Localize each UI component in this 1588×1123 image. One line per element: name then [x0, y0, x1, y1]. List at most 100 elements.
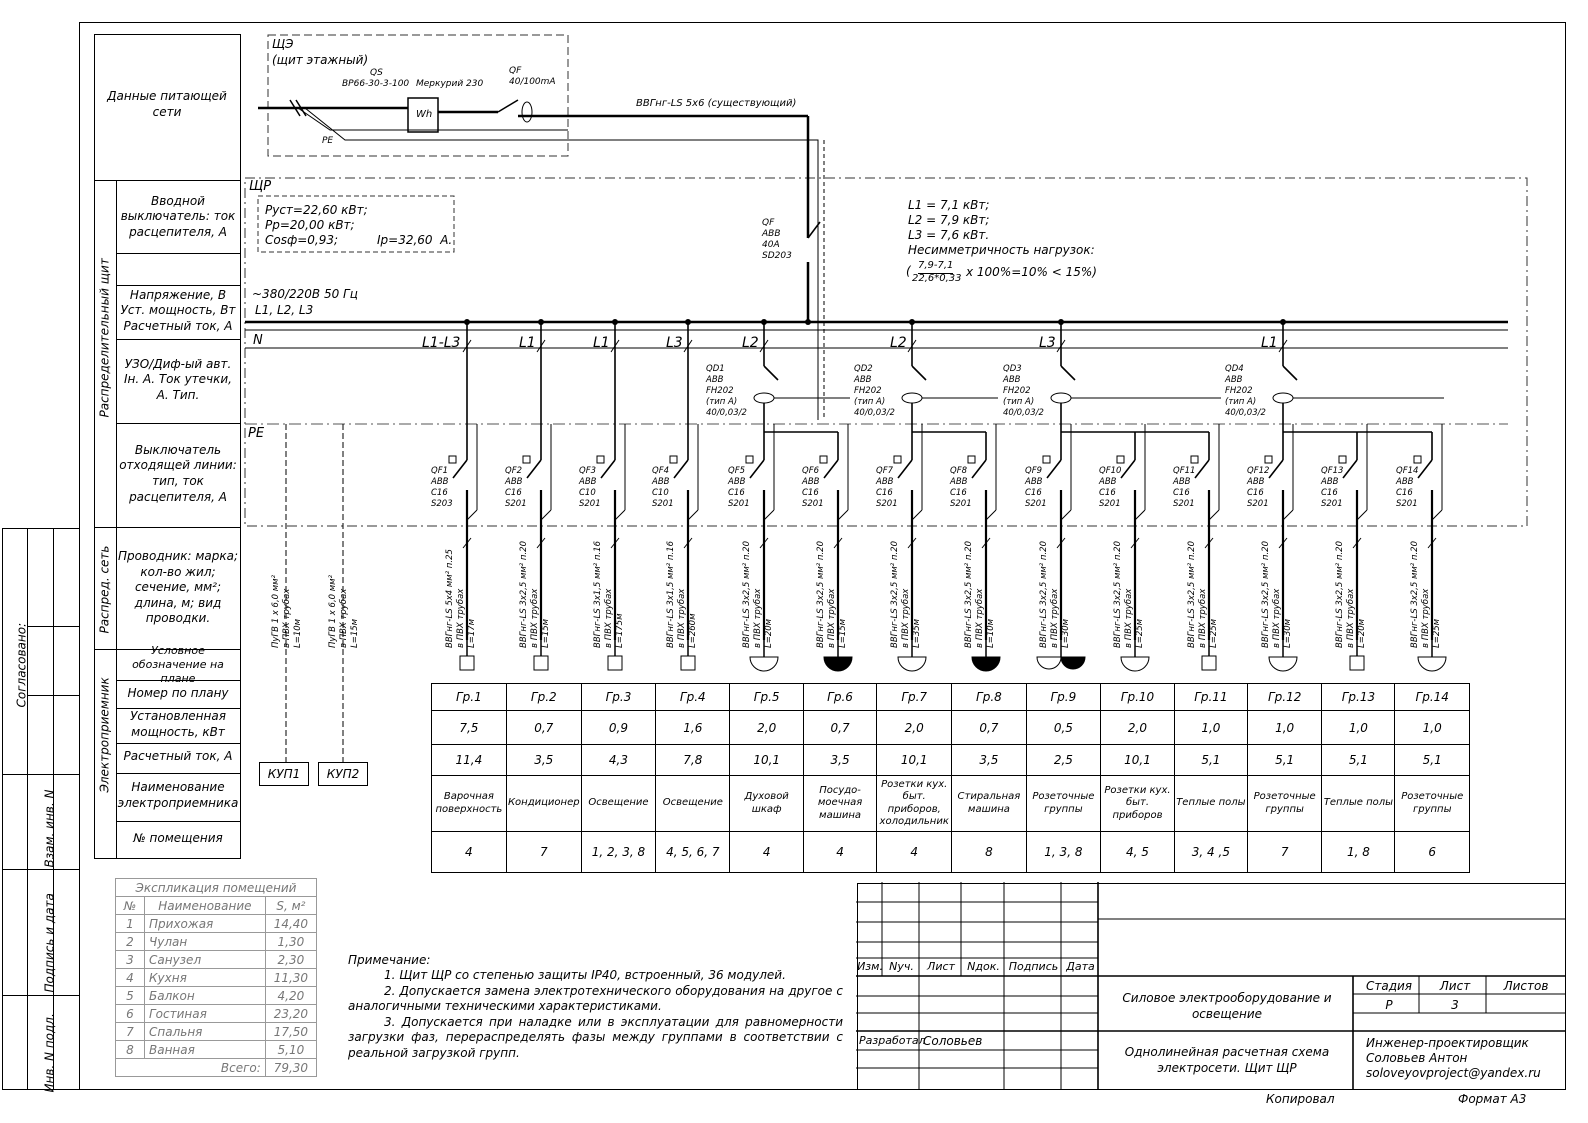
group-cell-i: 3,5: [505, 744, 582, 776]
cable-text: L=15м: [541, 618, 551, 648]
cable-text: в ПВХ трубах: [901, 588, 911, 648]
group-cell-i: 5,1: [1173, 744, 1248, 776]
breaker-type: S201: [1173, 499, 1195, 509]
cable-text: ВВГнг-LS 3х2,5 мм² п.20: [1113, 541, 1123, 648]
cable-text: в ПВХ трубах: [975, 588, 985, 648]
cable-text: ВВГнг-LS 5х4 мм² п.25: [445, 549, 455, 648]
explication-cell: 17,50: [264, 1022, 318, 1041]
breaker-name: QF6: [802, 466, 819, 476]
cable-text: L=20м: [764, 618, 774, 648]
breaker-make: ABB: [1173, 477, 1191, 487]
pe-join: [466, 509, 478, 521]
breaker-name: QF13: [1321, 466, 1344, 476]
notes-title: Примечание:: [348, 953, 431, 967]
group-cell-p: 7,5: [431, 710, 507, 745]
load-l2: L2 = 7,9 кВт;: [908, 213, 990, 227]
rcd-ring: [1050, 392, 1072, 404]
rcd-text: QD1: [706, 364, 725, 374]
explication-cell: Спальня: [144, 1022, 266, 1041]
group-cell-p: 2,0: [876, 710, 953, 745]
phase-label: L1-L3: [422, 335, 461, 351]
cable-text: L=260м: [688, 613, 698, 649]
rcd-switch: [1060, 365, 1076, 381]
explication-cell: 11,30: [264, 968, 318, 987]
group-cell-room: 4: [876, 831, 953, 873]
pe-join: [1431, 509, 1443, 521]
rcd-text: ABB: [854, 375, 872, 385]
drawing-title: Однолинейная расчетная схема электросети…: [1124, 1045, 1330, 1075]
explication-total-label: Всего:: [115, 1058, 266, 1077]
asym-title: Несимметричность нагрузок:: [908, 243, 1095, 257]
note-1: 1. Щит ЩР со степенью защиты IP40, встро…: [384, 968, 786, 982]
explication-cell: 14,40: [264, 914, 318, 933]
main-panel-outline: [244, 177, 1528, 527]
title-col-header: Лист: [927, 960, 955, 974]
breaker-box: [1413, 455, 1422, 464]
explication-cell: 8: [115, 1040, 145, 1059]
floor-qf-type: 40/100mA: [509, 77, 556, 87]
cable-text: ВВГнг-LS 3х2,5 мм² п.20: [742, 541, 752, 648]
group-cell-i: 2,5: [1025, 744, 1102, 776]
pe-join: [1282, 509, 1294, 521]
phase-label: L2: [890, 335, 907, 351]
group-cell-name: Теплые полы: [1321, 775, 1396, 832]
rcd-text: FH202: [1003, 386, 1031, 396]
group-cell-room: 4: [431, 831, 507, 873]
breaker-type: S201: [728, 499, 750, 509]
breaker-switch: [749, 459, 765, 479]
cable-text: в ПВХ трубах: [456, 588, 466, 648]
group-cell-gr: Гр.1: [431, 683, 507, 711]
group-cell-room: 3, 4 ,5: [1173, 831, 1248, 873]
breaker-box: [1338, 455, 1347, 464]
group-cell-i: 7,8: [655, 744, 731, 776]
cable-tick: [1427, 537, 1437, 549]
explication-cell: Ванная: [144, 1040, 266, 1059]
kup-cable-text: ПуГВ 1 х 6,0 мм²: [271, 575, 281, 648]
note-3: 3. Допускается при наладке или в эксплуа…: [348, 1014, 843, 1060]
group-cell-i: 5,1: [1394, 744, 1470, 776]
cable-text: ВВГнг-LS 3х2,5 мм² п.20: [1335, 541, 1345, 648]
explication-cell: 7: [115, 1022, 145, 1041]
format-label: Формат А3: [1458, 1092, 1527, 1106]
group-cell-room: 4, 5, 6, 7: [655, 831, 731, 873]
pe-join: [1060, 509, 1072, 521]
main-qf-type: SD203: [762, 251, 792, 261]
label-room-no: № помещения: [133, 831, 223, 846]
phase-tick: [683, 339, 693, 353]
title-block: [856, 882, 1566, 1090]
cable-text: ВВГнг-LS 3х2,5 мм² п.20: [519, 541, 529, 648]
group-cell-p: 1,0: [1246, 710, 1323, 745]
explication-total: 79,30: [264, 1058, 318, 1077]
org-line-2: Соловьев Антон: [1366, 1051, 1468, 1065]
org-line-3: soloveyovproject@yandex.ru: [1366, 1066, 1541, 1080]
symbol-socket: [1120, 656, 1150, 672]
sheet-label: Лист: [1439, 979, 1471, 994]
cable-text: ВВГнг-LS 3х2,5 мм² п.20: [1187, 541, 1197, 648]
breaker-box: [745, 455, 754, 464]
explication-cell: 6: [115, 1004, 145, 1023]
pe-join: [985, 509, 997, 521]
group-cell-name: Розетки кух. быт. приборов, холодильник: [876, 775, 953, 832]
group-cell-i: 10,1: [876, 744, 953, 776]
rcd-text: FH202: [854, 386, 882, 396]
symbol-socket: [1060, 656, 1086, 670]
breaker-switch: [1120, 459, 1136, 479]
breaker-make: ABB: [1025, 477, 1043, 487]
cable-text: в ПВХ трубах: [1272, 588, 1282, 648]
cable-text: ВВГнг-LS 3х2,5 мм² п.20: [1039, 541, 1049, 648]
breaker-make: ABB: [505, 477, 523, 487]
kup-cable-text: в ПВХ трубах: [282, 588, 292, 648]
breaker-type: S201: [579, 499, 601, 509]
breaker-box: [596, 455, 605, 464]
phase-tick: [610, 339, 620, 353]
breaker-switch: [971, 459, 987, 479]
breaker-type: S201: [876, 499, 898, 509]
load-l1: L1 = 7,1 кВт;: [908, 198, 990, 212]
group-cell-p: 0,7: [802, 710, 878, 745]
